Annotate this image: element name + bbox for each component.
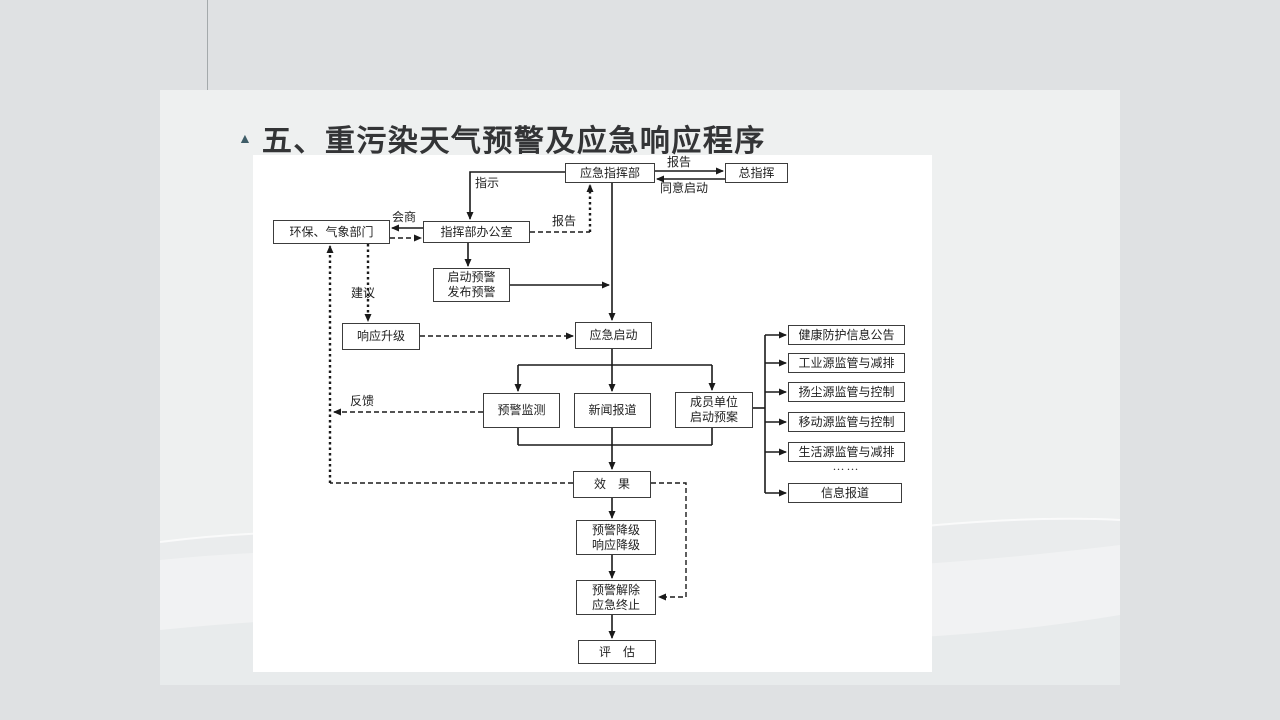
edge-label-agree-start: 同意启动 <box>660 181 709 195</box>
flow-box-label: 新闻报道 <box>588 403 637 417</box>
edge-label-report-dashed: 报告 <box>552 214 577 228</box>
flow-box-chief-commander: 总指挥 <box>725 163 788 183</box>
flow-box-label: 效 果 <box>593 477 630 491</box>
top-left-accent-line <box>207 0 208 112</box>
flowchart-connectors <box>326 167 787 639</box>
edge-label-suggest: 建议 <box>351 286 376 300</box>
flow-box-info-report: 信息报道 <box>788 483 902 503</box>
flowchart-canvas: 应急指挥部 总指挥 环保、气象部门 指挥部办公室 启动预警 发布预警 响应升级 … <box>253 155 932 672</box>
slide-title-row: ▲ 五、重污染天气预警及应急响应程序 <box>238 116 766 160</box>
flow-box-label: 响应降级 <box>591 537 640 552</box>
flow-box-start-warning: 启动预警 发布预警 <box>433 268 510 302</box>
triangle-bullet-icon: ▲ <box>238 130 252 146</box>
edge-label-instruct: 指示 <box>475 176 500 190</box>
flow-box-effect: 效 果 <box>573 471 651 498</box>
edge-label-feedback: 反馈 <box>350 394 375 408</box>
flow-box-label: 预警监测 <box>497 403 546 417</box>
flow-box-label: 移动源监管与控制 <box>798 414 895 429</box>
flow-box-warning-monitor: 预警监测 <box>483 393 560 428</box>
flow-box-emergency-start: 应急启动 <box>575 322 652 349</box>
flow-ellipsis: …… <box>788 458 905 474</box>
flow-box-label: 应急终止 <box>591 597 640 612</box>
flow-box-response-upgrade: 响应升级 <box>342 323 420 350</box>
flow-box-label: 指挥部办公室 <box>440 224 513 239</box>
flow-box-label: 预警解除 <box>591 582 640 597</box>
flow-box-env-weather-dept: 环保、气象部门 <box>273 220 390 244</box>
flow-box-label: 应急指挥部 <box>579 165 640 180</box>
slide-content-area: ▲ 五、重污染天气预警及应急响应程序 <box>160 90 1120 685</box>
flow-box-warning-lift: 预警解除 应急终止 <box>576 580 656 615</box>
page-title: 五、重污染天气预警及应急响应程序 <box>261 125 766 158</box>
flow-box-label: 健康防护信息公告 <box>798 327 895 342</box>
flow-box-hq-office: 指挥部办公室 <box>423 221 530 243</box>
edge-label-consult: 会商 <box>392 210 417 224</box>
flow-box-label: 信息报道 <box>820 485 869 500</box>
flow-box-label: 响应升级 <box>356 329 405 343</box>
flow-box-evaluation: 评 估 <box>578 640 656 664</box>
flow-box-label: 扬尘源监管与控制 <box>798 384 895 399</box>
flow-box-label: 发布预警 <box>447 285 496 299</box>
flow-box-label: 总指挥 <box>738 165 775 180</box>
flow-box-warning-downgrade: 预警降级 响应降级 <box>576 520 656 555</box>
flow-box-label: 成员单位 <box>689 395 738 409</box>
edge-label-report-top: 报告 <box>667 155 692 169</box>
flow-box-label: …… <box>832 458 861 473</box>
flow-box-emergency-hq: 应急指挥部 <box>565 163 655 183</box>
flow-box-label: 生活源监管与减排 <box>798 444 895 459</box>
flow-box-label: 应急启动 <box>589 328 638 342</box>
flow-box-news-report: 新闻报道 <box>574 393 651 428</box>
flow-box-health-notice: 健康防护信息公告 <box>788 325 905 345</box>
flow-box-dust-source: 扬尘源监管与控制 <box>788 382 905 402</box>
flow-box-label: 启动预警 <box>447 270 496 284</box>
flow-box-label: 环保、气象部门 <box>289 224 374 239</box>
flow-box-living-source: 生活源监管与减排 <box>788 442 905 462</box>
flow-box-label: 工业源监管与减排 <box>798 355 895 370</box>
flow-box-label: 启动预案 <box>689 410 738 424</box>
flow-box-label: 评 估 <box>598 644 635 659</box>
flow-box-label: 预警降级 <box>591 522 640 537</box>
flow-box-member-units: 成员单位 启动预案 <box>675 392 753 428</box>
flow-box-industrial-source: 工业源监管与减排 <box>788 353 905 373</box>
flow-box-mobile-source: 移动源监管与控制 <box>788 412 905 432</box>
